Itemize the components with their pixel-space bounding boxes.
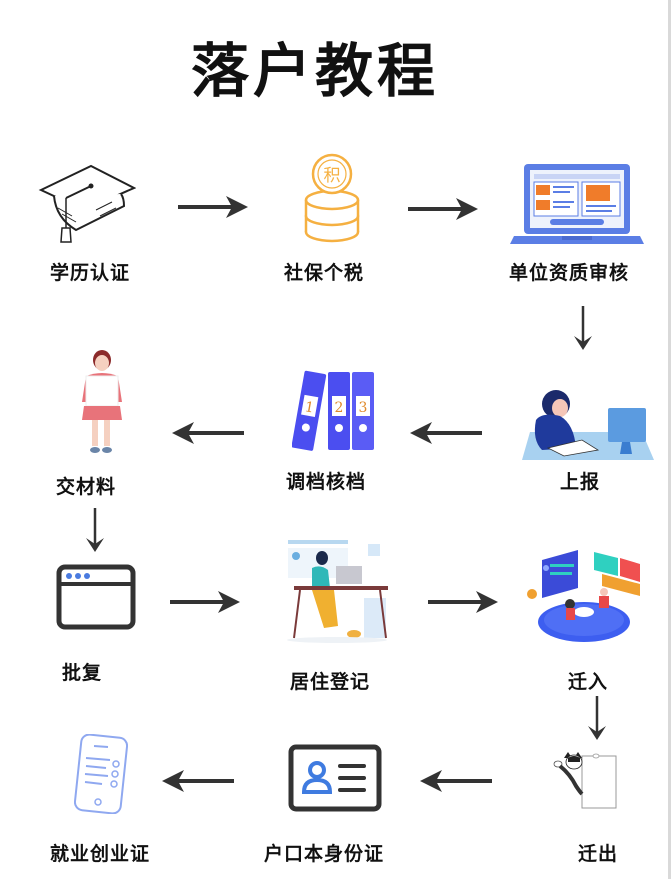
arrow-down-icon [86,508,104,552]
step-label: 迁出 [578,843,619,865]
arrow-down-icon [574,306,592,350]
step-label: 调档核档 [286,471,367,493]
arrow-right-icon [428,591,498,613]
step-employment-entrepreneurship-certificate [74,734,128,814]
smartphone-icon [74,734,128,814]
svg-text:3: 3 [359,400,368,416]
arrow-right-icon [178,196,248,218]
arrow-left-icon [420,770,492,792]
step-label: 就业创业证 [50,843,151,865]
meeting-platform-icon [527,550,640,642]
arrow-left-icon [162,770,234,792]
step-move-out [550,750,620,816]
step-move-in [522,546,642,646]
page-title: 落户教程 [190,37,439,105]
arrow-right-icon [170,591,240,613]
step-education-certification [36,158,136,248]
step-submit-materials [76,350,128,458]
woman-writing-at-computer-icon [522,390,654,460]
browser-window-icon [56,564,136,630]
step-approval [56,564,136,630]
step-company-qualification-review [510,162,644,246]
step-label: 批复 [62,662,103,684]
cat-with-sign-icon [553,752,617,809]
step-label: 社保个税 [284,262,365,284]
coin-stack-icon: 积 [304,153,360,243]
step-report [512,384,656,462]
step-label: 单位资质审核 [509,262,630,284]
step-social-security-tax: 积 [300,152,364,244]
step-household-register-id-card [288,744,382,812]
coin-badge: 积 [324,166,341,186]
woman-at-desk-icon [287,540,388,643]
laptop-mail-icon [510,164,644,244]
graduation-cap-icon [38,164,136,243]
arrow-left-icon [410,422,482,444]
arrow-down-icon [588,696,606,740]
step-label: 交材料 [56,476,117,498]
step-label: 上报 [560,471,601,493]
binders-icon: 1 2 3 [292,370,374,451]
woman-holding-paper-icon [82,350,122,453]
id-card-icon [288,744,382,812]
svg-text:1: 1 [304,399,316,416]
step-label: 户口本身份证 [264,843,385,865]
step-archive-transfer-check: 1 2 3 [292,370,376,452]
step-label: 迁入 [568,671,609,693]
right-edge-divider [668,0,671,879]
step-residence-registration [282,538,392,644]
step-label: 居住登记 [290,671,371,693]
svg-text:2: 2 [335,400,344,416]
arrow-right-icon [408,198,478,220]
step-label: 学历认证 [50,262,131,284]
arrow-left-icon [172,422,244,444]
